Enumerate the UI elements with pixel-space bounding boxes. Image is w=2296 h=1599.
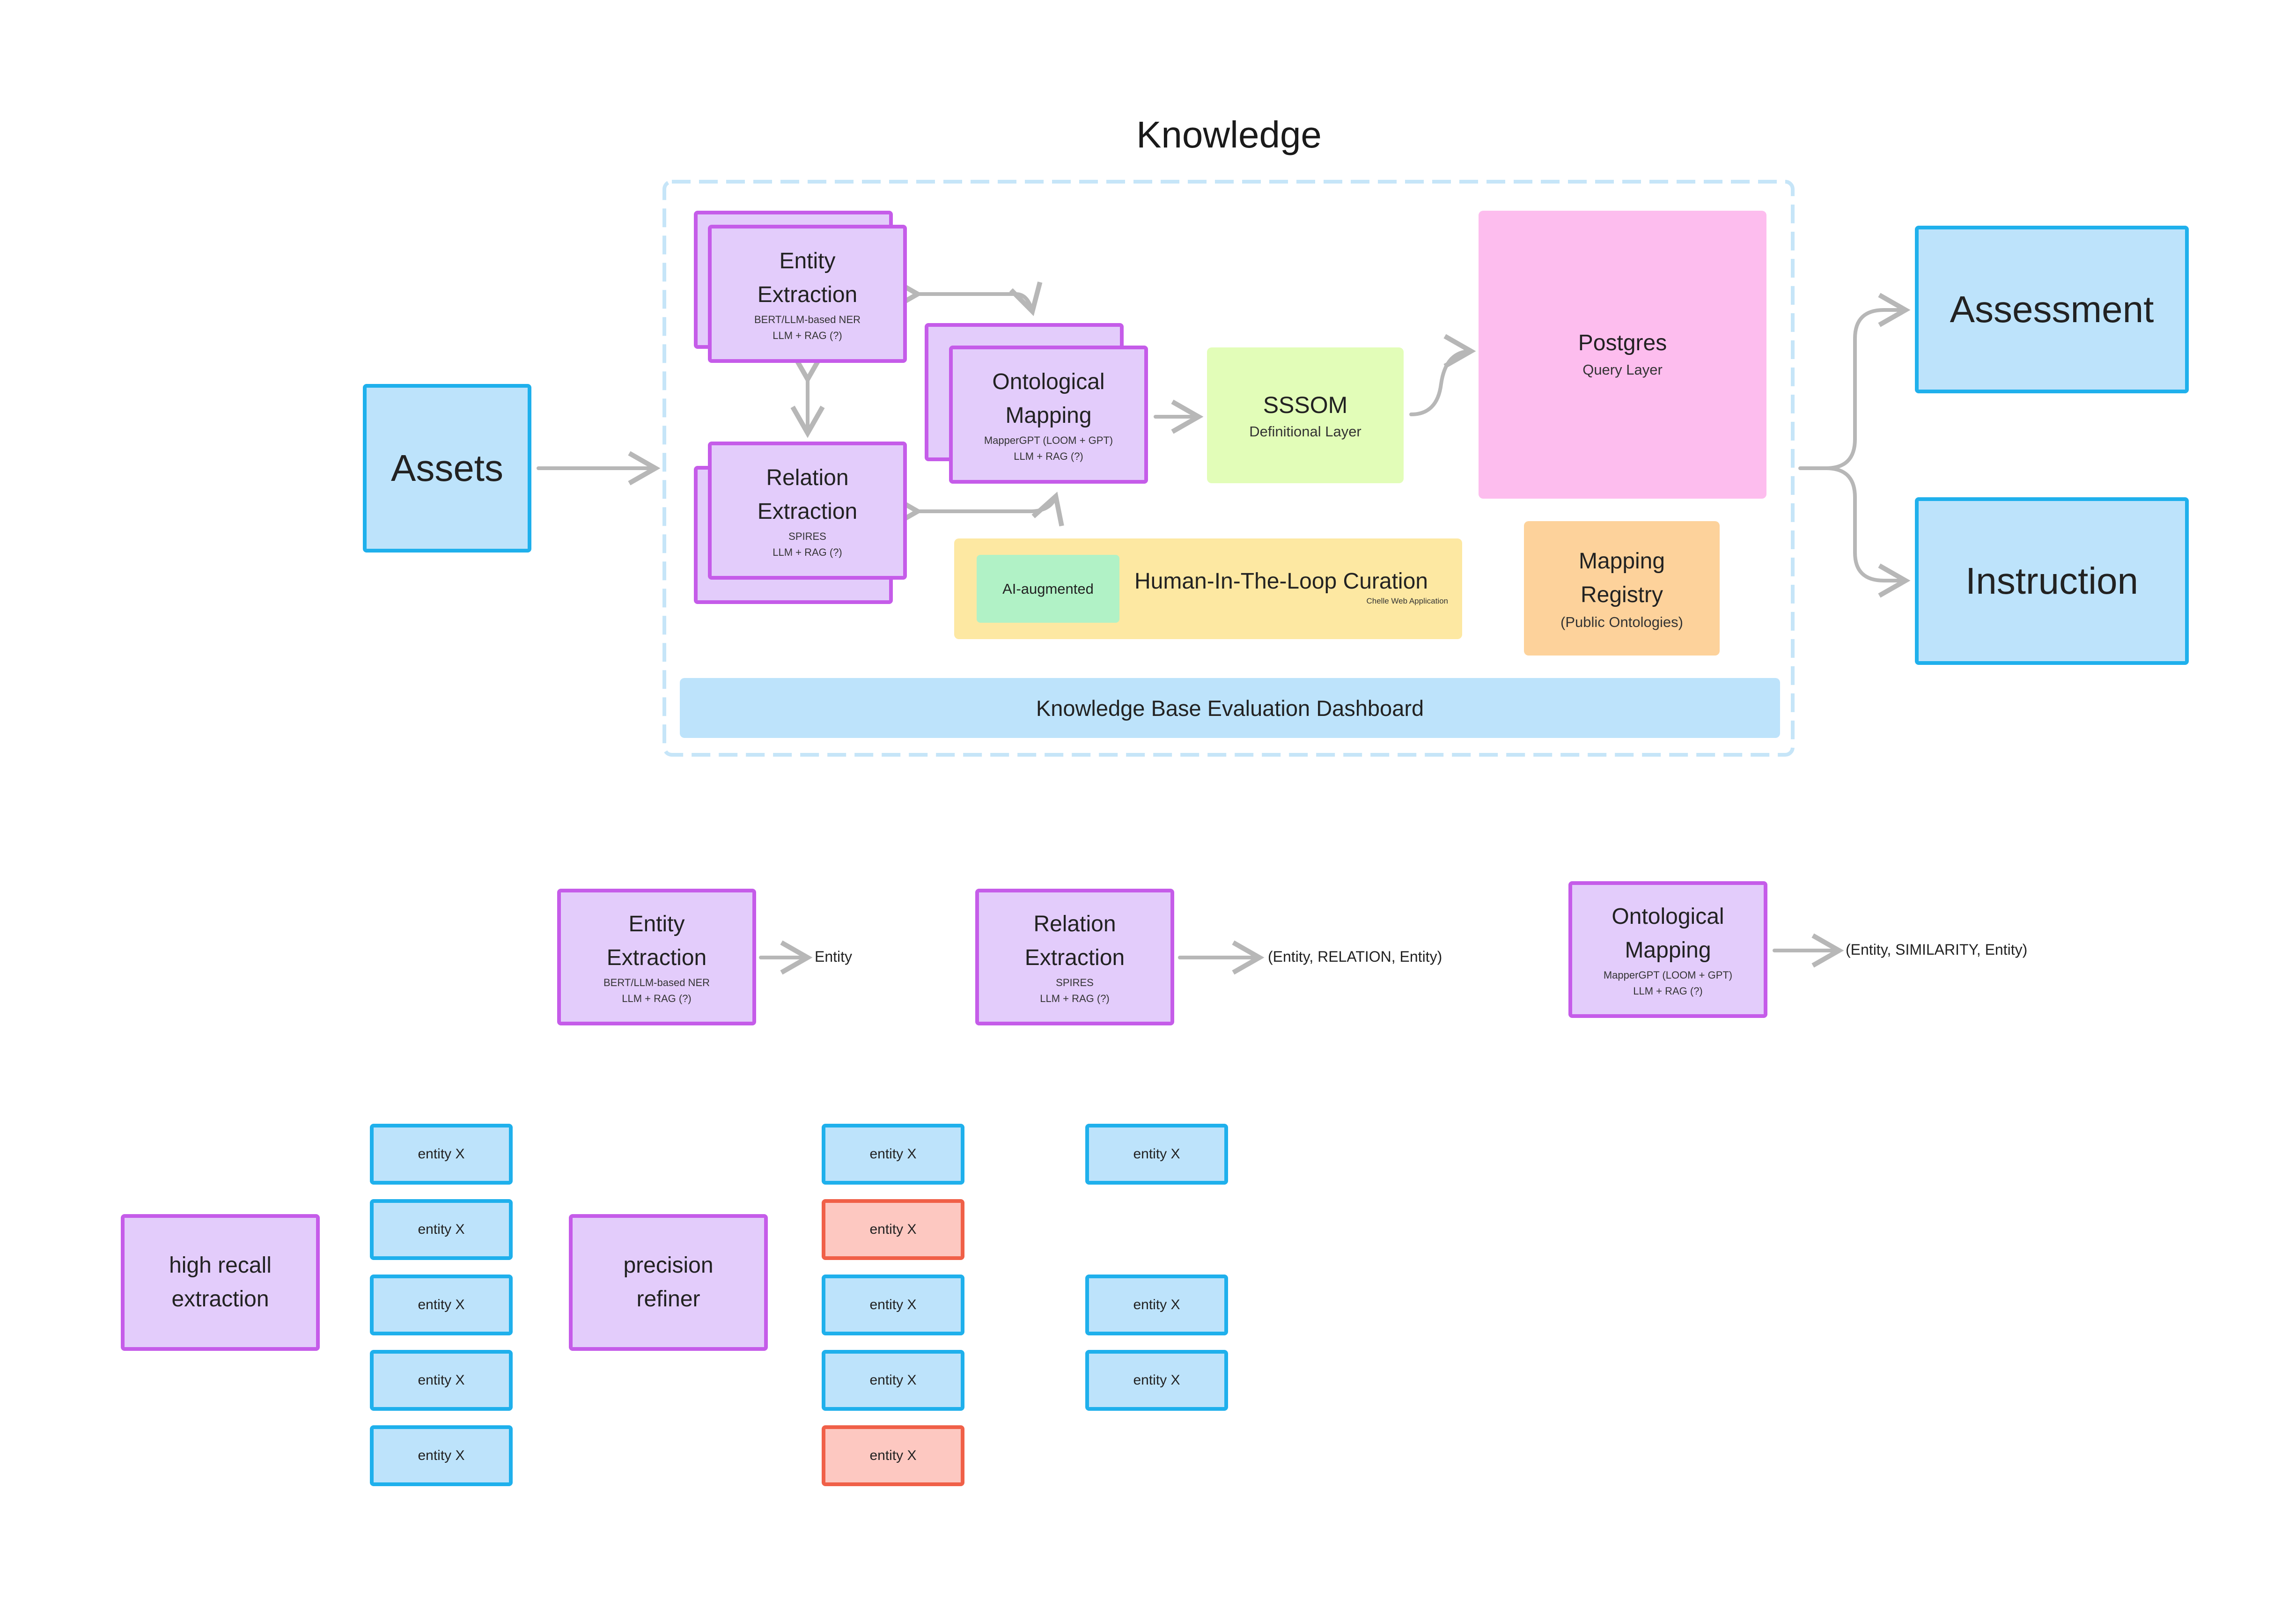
entity-chip: entity X <box>370 1124 513 1185</box>
postgres-title: Postgres <box>1578 331 1667 355</box>
precision-refiner-box: precision refiner <box>569 1214 768 1351</box>
output-entity-sub1: BERT/LLM-based NER <box>603 977 710 988</box>
precision-line1: precision <box>623 1253 714 1278</box>
entity-chip-label: entity X <box>1133 1297 1180 1312</box>
assets-box: Assets <box>363 384 531 553</box>
high-recall-line2: extraction <box>171 1287 269 1312</box>
high-recall-extraction-box: high recall extraction <box>121 1214 320 1351</box>
entity-chip-label: entity X <box>869 1448 917 1463</box>
entity-extraction-box: Entity Extraction BERT/LLM-based NER LLM… <box>708 225 907 363</box>
output-entity-sub2: LLM + RAG (?) <box>622 993 692 1004</box>
assets-label: Assets <box>390 447 504 489</box>
arrow-sssom-postgres <box>1409 334 1476 416</box>
output-ontological-result: (Entity, SIMILARITY, Entity) <box>1846 941 2028 958</box>
ontological-mapping-sub2: LLM + RAG (?) <box>1014 450 1083 462</box>
sssom-sub: Definitional Layer <box>1249 423 1361 440</box>
assessment-box: Assessment <box>1915 226 2189 393</box>
output-ontological-sub2: LLM + RAG (?) <box>1633 985 1703 997</box>
entity-chip: entity X <box>822 1124 964 1185</box>
entity-extraction-title1: Entity <box>779 248 836 273</box>
instruction-box: Instruction <box>1915 497 2189 665</box>
relation-extraction-sub1: SPIRES <box>788 530 826 542</box>
output-relation-sub2: LLM + RAG (?) <box>1040 993 1110 1004</box>
entity-extraction-sub2: LLM + RAG (?) <box>773 329 842 341</box>
entity-chip-label: entity X <box>418 1297 465 1312</box>
output-entity-title1: Entity <box>628 912 685 936</box>
arrow-to-assessment <box>1798 293 1911 470</box>
mapping-registry-title2: Registry <box>1580 582 1663 607</box>
entity-extraction-sub1: BERT/LLM-based NER <box>754 313 861 325</box>
entity-chip-rejected: entity X <box>822 1425 964 1486</box>
hitl-sub: Chelle Web Application <box>1366 597 1448 605</box>
relation-extraction-title2: Extraction <box>757 499 858 524</box>
arrow-entity-ontological <box>890 277 1043 317</box>
instruction-label: Instruction <box>1965 560 2139 602</box>
arrow-to-instruction <box>1824 466 1911 598</box>
ontological-mapping-title1: Ontological <box>992 369 1105 394</box>
hitl-box: AI-augmented Human-In-The-Loop Curation … <box>954 538 1462 639</box>
entity-chip: entity X <box>1085 1275 1228 1335</box>
output-ontological-sub1: MapperGPT (LOOM + GPT) <box>1603 969 1733 981</box>
assessment-label: Assessment <box>1950 288 2154 330</box>
postgres-box: Postgres Query Layer <box>1479 211 1766 499</box>
entity-chip-label: entity X <box>1133 1372 1180 1388</box>
output-relation-sub1: SPIRES <box>1056 977 1094 988</box>
entity-chip: entity X <box>370 1199 513 1260</box>
knowledge-container <box>662 180 1795 757</box>
entity-chip-label: entity X <box>869 1146 917 1162</box>
output-relation-extraction-box: Relation Extraction SPIRES LLM + RAG (?) <box>975 889 1174 1025</box>
relation-extraction-title1: Relation <box>766 465 849 490</box>
entity-chip: entity X <box>1085 1124 1228 1185</box>
sssom-title: SSSOM <box>1263 392 1348 418</box>
entity-chip-label: entity X <box>418 1222 465 1237</box>
entity-chip: entity X <box>370 1275 513 1335</box>
output-relation-result: (Entity, RELATION, Entity) <box>1268 948 1442 965</box>
entity-chip-label: entity X <box>869 1372 917 1388</box>
output-ontological-mapping-box: Ontological Mapping MapperGPT (LOOM + GP… <box>1568 881 1767 1018</box>
relation-extraction-sub2: LLM + RAG (?) <box>773 546 842 558</box>
postgres-sub: Query Layer <box>1582 361 1663 378</box>
entity-chip-label: entity X <box>869 1222 917 1237</box>
ai-augmented-label: AI-augmented <box>1002 580 1094 597</box>
high-recall-line1: high recall <box>169 1253 272 1278</box>
entity-extraction-title2: Extraction <box>757 282 858 307</box>
entity-chip: entity X <box>370 1425 513 1486</box>
entity-chip: entity X <box>822 1350 964 1411</box>
output-entity-extraction-box: Entity Extraction BERT/LLM-based NER LLM… <box>557 889 756 1025</box>
mapping-registry-title1: Mapping <box>1578 548 1665 574</box>
precision-line2: refiner <box>636 1287 700 1312</box>
relation-extraction-box: Relation Extraction SPIRES LLM + RAG (?) <box>708 442 907 580</box>
sssom-box: SSSOM Definitional Layer <box>1207 347 1404 483</box>
output-ontological-title2: Mapping <box>1625 938 1711 963</box>
hitl-title: Human-In-The-Loop Curation <box>1134 569 1428 594</box>
entity-chip-label: entity X <box>869 1297 917 1312</box>
ontological-mapping-sub1: MapperGPT (LOOM + GPT) <box>984 434 1113 446</box>
entity-chip: entity X <box>822 1275 964 1335</box>
output-entity-result: Entity <box>815 948 853 965</box>
entity-chip-label: entity X <box>418 1146 465 1162</box>
mapping-registry-box: Mapping Registry (Public Ontologies) <box>1524 521 1720 656</box>
output-relation-title1: Relation <box>1033 912 1116 936</box>
evaluation-dashboard-label: Knowledge Base Evaluation Dashboard <box>1036 695 1424 721</box>
diagram-title: Knowledge <box>1136 114 1322 155</box>
ai-augmented-badge: AI-augmented <box>977 555 1119 623</box>
entity-chip-label: entity X <box>1133 1146 1180 1162</box>
entity-chip: entity X <box>370 1350 513 1411</box>
mapping-registry-sub: (Public Ontologies) <box>1560 613 1683 630</box>
entity-chip-label: entity X <box>418 1372 465 1388</box>
entity-chip-rejected: entity X <box>822 1199 964 1260</box>
output-ontological-title1: Ontological <box>1612 904 1724 929</box>
ontological-mapping-title2: Mapping <box>1005 403 1092 428</box>
entity-chip: entity X <box>1085 1350 1228 1411</box>
arrow-relation-ontological <box>890 492 1064 529</box>
output-entity-title2: Extraction <box>606 945 707 970</box>
output-relation-title2: Extraction <box>1024 945 1125 970</box>
entity-chip-label: entity X <box>418 1448 465 1463</box>
evaluation-dashboard: Knowledge Base Evaluation Dashboard <box>680 678 1780 738</box>
ontological-mapping-box: Ontological Mapping MapperGPT (LOOM + GP… <box>949 346 1148 484</box>
